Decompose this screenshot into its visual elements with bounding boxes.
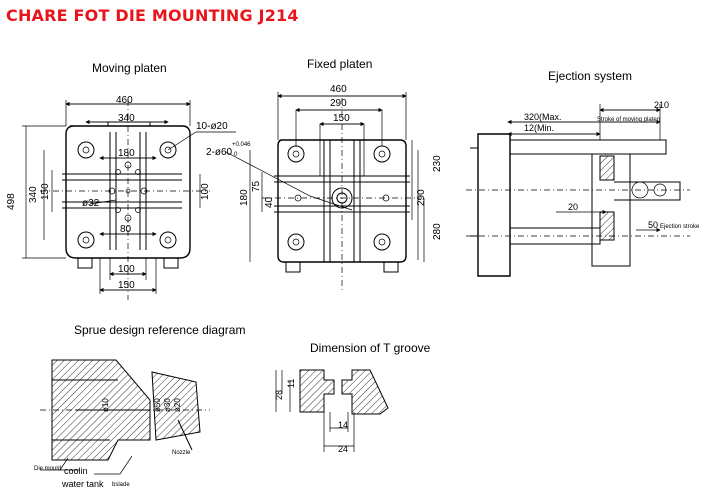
sprue-cooling: coolin — [64, 466, 88, 476]
moving-platen-diagram: Moving platen — [6, 61, 236, 300]
fp-dim-180: 180 — [239, 189, 250, 206]
mp-dim-10-holes: 10-ø20 — [196, 121, 228, 132]
fp-dim-460: 460 — [330, 84, 347, 95]
fp-dim-150: 150 — [333, 113, 350, 124]
ej-ejection-stroke: Ejection stroke — [660, 224, 700, 230]
sprue-water-tank: water tank — [61, 479, 104, 489]
fp-dim-75: 75 — [251, 180, 262, 192]
sprue-die-mould: Die mould — [34, 466, 61, 472]
ej-dim-210: 210 — [654, 100, 669, 110]
mp-dim-100b: 100 — [118, 264, 135, 275]
fp-dim-40: 40 — [264, 196, 275, 208]
tg-dim-14: 14 — [338, 420, 348, 430]
sprue-d20: ø20 — [173, 398, 182, 412]
ej-dim-50: 50 — [648, 220, 658, 230]
fp-dim-2-60: 2-ø60 — [206, 147, 233, 158]
sprue-d50: ø50 — [153, 398, 162, 412]
moving-platen-label: Moving platen — [92, 61, 167, 75]
sprue-d30: ø30 — [163, 398, 172, 412]
t-groove-label: Dimension of T groove — [310, 341, 431, 355]
sprue-diagram: Sprue design reference diagram Die mould… — [34, 323, 245, 489]
page-title: CHARE FOT DIE MOUNTING J214 — [6, 6, 299, 25]
mp-dim-340: 340 — [118, 113, 135, 124]
ej-stroke-moving: Stroke of moving platen — [597, 117, 660, 123]
fp-dim-290: 290 — [330, 98, 347, 109]
fp-dim-290v: 290 — [416, 189, 427, 206]
mp-dim-32: ø32 — [82, 198, 100, 209]
sprue-d10: ø10 — [101, 398, 110, 412]
mp-dim-80: 80 — [120, 224, 132, 235]
mp-dim-340v: 340 — [28, 186, 39, 203]
ejection-system-diagram: Ejection system 210 320(Max. 12(Min. Str… — [466, 69, 700, 277]
fp-dim-tol: +0.046 — [232, 142, 251, 148]
fp-dim-230: 230 — [432, 155, 443, 172]
fixed-platen-label: Fixed platen — [307, 57, 372, 71]
mp-dim-498: 498 — [6, 193, 17, 210]
sprue-label: Sprue design reference diagram — [74, 323, 245, 337]
sprue-nozzle: Nozzle — [172, 450, 191, 456]
sprue-bslade: bslade — [112, 482, 130, 488]
mp-dim-180: 180 — [118, 148, 135, 159]
mp-dim-150b: 150 — [118, 280, 135, 291]
t-groove-diagram: Dimension of T groove 11 28 14 24 — [274, 341, 431, 454]
ej-dim-20: 20 — [568, 202, 578, 212]
fp-dim-280: 280 — [432, 223, 443, 240]
ej-dim-120: 12(Min. — [524, 123, 554, 133]
ej-dim-320: 320(Max. — [524, 112, 562, 122]
tg-dim-28: 28 — [274, 390, 284, 400]
mp-dim-100v: 100 — [200, 183, 211, 200]
mp-dim-460: 460 — [116, 95, 133, 106]
fp-dim-tol0: 0 — [234, 152, 238, 158]
mp-dim-150: 150 — [40, 183, 51, 200]
tg-dim-24: 24 — [338, 444, 348, 454]
ejection-system-label: Ejection system — [548, 69, 632, 83]
fixed-platen-diagram: Fixed platen 460 290 150 2-ø60 +0.046 0 … — [206, 57, 443, 290]
tg-dim-11: 11 — [286, 379, 296, 388]
